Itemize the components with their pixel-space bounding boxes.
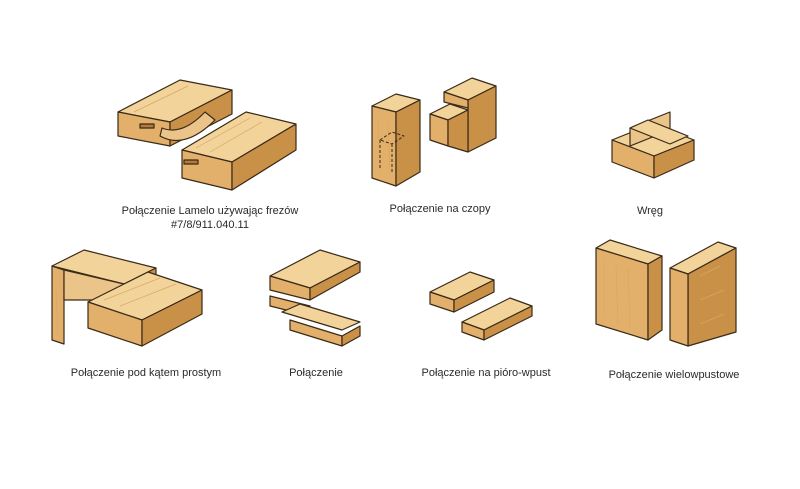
mortise-tenon-illustration <box>371 77 497 187</box>
caption-polaczenie-line1: Połączenie <box>289 367 343 379</box>
caption-lamello-line2: #7/8/911.040.11 <box>171 219 249 231</box>
caption-polaczenie: Połączenie <box>266 366 366 380</box>
caption-lamello: Połączenie Lamelo używając frezów #7/8/9… <box>100 204 320 232</box>
caption-lamello-line1: Połączenie Lamelo używając frezów <box>121 205 299 217</box>
lap-joint-illustration <box>269 249 361 347</box>
caption-wielowpustowe-line1: Połączenie wielowpustowe <box>608 369 740 381</box>
caption-wreg-line1: Wręg <box>636 205 664 217</box>
rebate-illustration <box>611 111 695 179</box>
caption-czopy: Połączenie na czopy <box>360 202 520 216</box>
caption-wielowpustowe: Połączenie wielowpustowe <box>584 368 764 382</box>
caption-pod-katem-line1: Połączenie pod kątem prostym <box>70 367 222 379</box>
tongue-groove-illustration <box>429 271 533 341</box>
caption-wreg: Wręg <box>600 204 700 218</box>
caption-czopy-line1: Połączenie na czopy <box>389 203 491 215</box>
caption-pod-katem: Połączenie pod kątem prostym <box>46 366 246 380</box>
caption-pioro-wpust: Połączenie na pióro-wpust <box>406 366 566 380</box>
right-angle-joint-illustration <box>51 249 203 347</box>
caption-pioro-wpust-line1: Połączenie na pióro-wpust <box>421 367 551 379</box>
lamello-joint-illustration <box>117 79 297 191</box>
finger-joint-illustration <box>595 239 737 347</box>
